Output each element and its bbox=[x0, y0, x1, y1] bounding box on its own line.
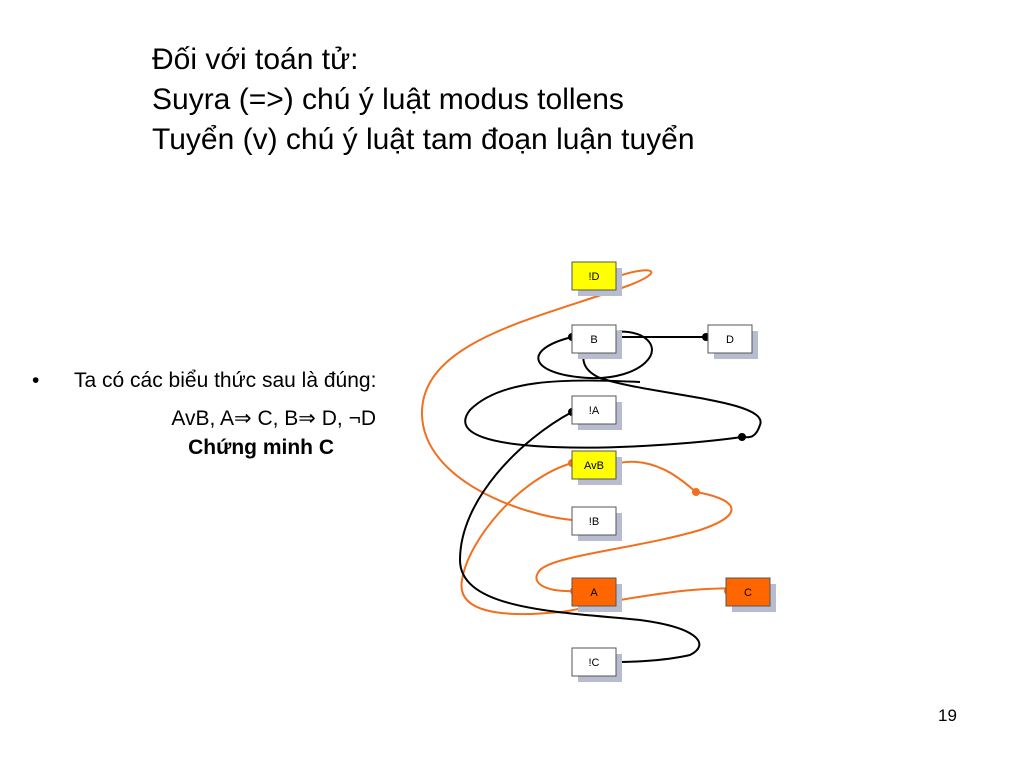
node-notA[interactable]: !A bbox=[571, 395, 622, 430]
node-notB[interactable]: !B bbox=[571, 506, 622, 541]
node-label: !C bbox=[589, 657, 600, 669]
node-C[interactable]: C bbox=[725, 577, 776, 612]
node-label: B bbox=[590, 334, 597, 346]
node-AvB[interactable]: AvB bbox=[571, 450, 622, 485]
node-label: !B bbox=[589, 516, 599, 528]
node-label: C bbox=[744, 587, 752, 599]
edge-AvB-to-notA-loop bbox=[464, 379, 743, 449]
node-notC[interactable]: !C bbox=[571, 647, 622, 682]
proof-goal: Chứng minh C bbox=[188, 436, 334, 459]
edge-AvB-to-notB bbox=[535, 460, 733, 593]
node-label: D bbox=[726, 334, 734, 346]
edge-AvB-to-A bbox=[460, 462, 753, 616]
connector-dot bbox=[738, 433, 746, 441]
node-label: AvB bbox=[584, 460, 604, 472]
title-line-2: Suyra (=>) chú ý luật modus tollens bbox=[152, 83, 624, 116]
node-A[interactable]: A bbox=[571, 577, 622, 612]
edge-notA-to-notC bbox=[458, 411, 701, 663]
premises-formula: AvB, A⇒ C, B⇒ D, ¬D bbox=[171, 407, 376, 430]
node-label: !A bbox=[589, 405, 600, 417]
bullet-list: • Ta có các biểu thức sau là đúng: AvB, … bbox=[32, 366, 402, 462]
node-D[interactable]: D bbox=[707, 324, 758, 359]
node-label: !D bbox=[589, 271, 600, 283]
bullet-item: • Ta có các biểu thức sau là đúng: bbox=[32, 366, 402, 396]
node-notD[interactable]: !D bbox=[571, 261, 622, 296]
node-B[interactable]: B bbox=[571, 324, 622, 359]
node-label: A bbox=[590, 587, 598, 599]
title-line-1: Đối với toán tử: bbox=[152, 43, 359, 76]
bullet-marker: • bbox=[32, 369, 40, 392]
title-line-3: Tuyển (v) chú ý luật tam đoạn luận tuyển bbox=[152, 123, 695, 156]
resolution-diagram: !D B D !A AvB !B A C !C bbox=[420, 261, 776, 682]
connector-dot bbox=[692, 488, 700, 496]
slide-title: Đối với toán tử: Suyra (=>) chú ý luật m… bbox=[152, 40, 695, 160]
page-number: 19 bbox=[938, 706, 957, 725]
bullet-text: Ta có các biểu thức sau là đúng: bbox=[74, 369, 377, 392]
